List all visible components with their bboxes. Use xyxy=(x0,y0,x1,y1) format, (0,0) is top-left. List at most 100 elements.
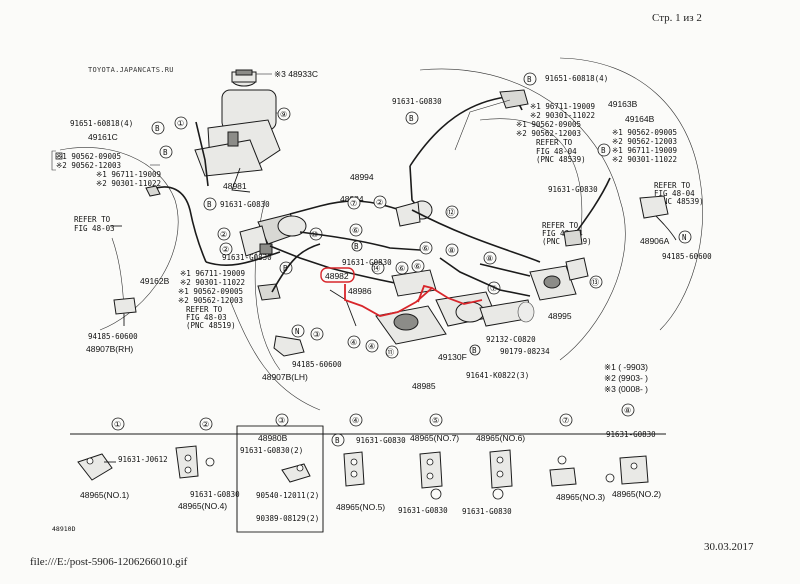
svg-text:49163B: 49163B xyxy=(608,99,638,109)
svg-text:REFER TO: REFER TO xyxy=(74,215,111,224)
svg-text:⑦: ⑦ xyxy=(562,416,569,425)
svg-text:※1 90562-09005: ※1 90562-09005 xyxy=(516,120,581,129)
clamp-2: ⑧ 91631-G0830 48965(NO.2) xyxy=(605,403,661,499)
svg-text:B: B xyxy=(601,146,606,155)
svg-text:49130F: 49130F xyxy=(438,352,467,362)
svg-text:③: ③ xyxy=(278,416,285,425)
svg-text:(PNC 48539): (PNC 48539) xyxy=(654,197,704,206)
svg-text:FIG 48-03: FIG 48-03 xyxy=(74,224,115,233)
print-date: 30.03.2017 xyxy=(704,541,754,553)
svg-text:48965(NO.6): 48965(NO.6) xyxy=(476,433,525,443)
svg-text:48986: 48986 xyxy=(348,286,372,296)
svg-text:91631-G0830(2): 91631-G0830(2) xyxy=(240,446,303,455)
clamp-4: ② 91631-G0830 48965(NO.4) xyxy=(175,417,240,511)
svg-text:N: N xyxy=(682,233,687,242)
svg-text:90389-08129(2): 90389-08129(2) xyxy=(256,514,319,523)
svg-text:(PNC 48539): (PNC 48539) xyxy=(536,155,586,164)
rear-valve-block: ⑬ 48995 ⑧ ⑧ ⑥ ⑥ ⑦ ⑭ xyxy=(371,241,603,321)
brake-lines-upper: 48984 48994 ⑦ ⑥ B ② xyxy=(269,172,421,285)
svg-text:91651-60818(4): 91651-60818(4) xyxy=(545,74,608,83)
svg-text:⑧: ⑧ xyxy=(624,406,631,415)
rear-bracket-left-lh: N ③ 94185-60600 48907B(LH) xyxy=(262,324,342,382)
svg-text:③: ③ xyxy=(313,330,320,339)
svg-text:48981: 48981 xyxy=(223,181,247,191)
svg-text:①: ① xyxy=(177,119,184,128)
svg-text:⑦: ⑦ xyxy=(350,199,357,208)
svg-text:48965(NO.4): 48965(NO.4) xyxy=(178,501,227,511)
svg-text:⑦: ⑦ xyxy=(490,284,497,293)
svg-text:92132-C0820: 92132-C0820 xyxy=(486,335,536,344)
callout-9: ⑨ xyxy=(276,107,291,121)
svg-text:FIG 48-03: FIG 48-03 xyxy=(186,313,227,322)
svg-text:REFER TO: REFER TO xyxy=(186,305,223,314)
svg-text:※2 90301-11022: ※2 90301-11022 xyxy=(180,278,245,287)
svg-text:91631-G0830: 91631-G0830 xyxy=(222,253,272,262)
svg-text:※2 (9903- ): ※2 (9903- ) xyxy=(604,373,648,383)
svg-text:B: B xyxy=(472,346,477,355)
brake-hose-front-right: 91631-G0830 B ⑫ xyxy=(392,89,529,227)
svg-text:②: ② xyxy=(222,245,229,254)
svg-text:⑥: ⑥ xyxy=(398,264,405,273)
clamp-7: ⑤ 48965(NO.7) 91631-G0830 xyxy=(398,413,459,515)
rear-axle-block: ④ ④ ⑪ B 92132-C0820 90179-08234 49130F 9… xyxy=(329,259,550,391)
rear-bracket-left: 94185-60600 48907B(RH) xyxy=(86,297,138,354)
svg-text:※2 90301-11022: ※2 90301-11022 xyxy=(530,111,595,120)
svg-text:91631-G0830: 91631-G0830 xyxy=(220,200,270,209)
svg-text:※1 90562-09005: ※1 90562-09005 xyxy=(178,287,243,296)
file-path: file:///E:/post-5906-1206266010.gif xyxy=(30,556,188,568)
svg-text:⑥: ⑥ xyxy=(352,226,359,235)
svg-text:B: B xyxy=(283,264,288,273)
highlight-48982: 48982 48986 91631-G0830 xyxy=(320,258,483,317)
highlighted-brake-line xyxy=(344,284,483,317)
label-block-mid-left: 91631-G0830 ※1 96711-19009 ※2 90301-1102… xyxy=(140,243,321,330)
svg-text:B: B xyxy=(155,124,160,133)
svg-text:48965(NO.3): 48965(NO.3) xyxy=(556,492,605,502)
svg-text:※3 (0008- ): ※3 (0008- ) xyxy=(604,384,648,394)
svg-text:⑪: ⑪ xyxy=(386,348,394,357)
brake-hose-rear-right xyxy=(411,177,677,263)
wheel-outline-right xyxy=(419,57,703,361)
svg-text:48965(NO.2): 48965(NO.2) xyxy=(612,489,661,499)
svg-text:④: ④ xyxy=(352,416,359,425)
svg-text:※2 90562-12003: ※2 90562-12003 xyxy=(56,161,121,170)
svg-text:90540-12011(2): 90540-12011(2) xyxy=(256,491,319,500)
svg-text:④: ④ xyxy=(350,338,357,347)
svg-text:※1 96711-19009: ※1 96711-19009 xyxy=(612,146,677,155)
label-block-top-left: 91651-60818(4) B ① 49161C ※1 90562-09005… xyxy=(51,116,270,211)
cut-off-label: 48910D xyxy=(52,525,76,533)
svg-text:※1 96711-19009: ※1 96711-19009 xyxy=(96,170,161,179)
svg-text:91631-J0612: 91631-J0612 xyxy=(118,455,168,464)
svg-text:※2 90562-12003: ※2 90562-12003 xyxy=(516,129,581,138)
svg-text:⑧: ⑧ xyxy=(448,246,455,255)
svg-text:⑨: ⑨ xyxy=(280,110,287,119)
svg-text:94185-60600: 94185-60600 xyxy=(662,252,712,261)
svg-text:B: B xyxy=(354,242,359,251)
svg-text:※2 90562-12003: ※2 90562-12003 xyxy=(612,137,677,146)
svg-text:REFER TO: REFER TO xyxy=(542,221,579,230)
svg-text:※1 90562-09005: ※1 90562-09005 xyxy=(612,128,677,137)
svg-text:48965(NO.1): 48965(NO.1) xyxy=(80,490,129,500)
svg-text:※2 90301-11022: ※2 90301-11022 xyxy=(96,179,161,188)
svg-text:48994: 48994 xyxy=(350,172,374,182)
svg-text:⑬: ⑬ xyxy=(591,278,599,287)
svg-text:48907B(LH): 48907B(LH) xyxy=(262,372,308,382)
source-site-label: TOYOTA.JAPANCATS.RU xyxy=(88,66,174,74)
svg-text:91631-G0830: 91631-G0830 xyxy=(398,506,448,515)
svg-text:48965(NO.7): 48965(NO.7) xyxy=(410,433,459,443)
svg-text:⑥: ⑥ xyxy=(422,244,429,253)
svg-text:91631-G0830: 91631-G0830 xyxy=(392,97,442,106)
svg-text:B: B xyxy=(207,200,212,209)
svg-text:②: ② xyxy=(376,198,383,207)
clamp-5: ④ B 91631-G0830 48965(NO.5) xyxy=(331,413,406,512)
svg-text:49161C: 49161C xyxy=(88,132,118,142)
svg-text:91631-G0830: 91631-G0830 xyxy=(606,430,656,439)
svg-text:90179-08234: 90179-08234 xyxy=(500,347,550,356)
svg-text:REFER TO: REFER TO xyxy=(536,138,573,147)
svg-text:(PNC 48519): (PNC 48519) xyxy=(186,321,236,330)
svg-text:B: B xyxy=(527,75,532,84)
svg-text:※1 ( -9903): ※1 ( -9903) xyxy=(604,362,648,372)
svg-text:FIG 48-04: FIG 48-04 xyxy=(536,147,577,156)
svg-text:N: N xyxy=(295,327,300,336)
svg-text:⑥: ⑥ xyxy=(414,262,421,271)
